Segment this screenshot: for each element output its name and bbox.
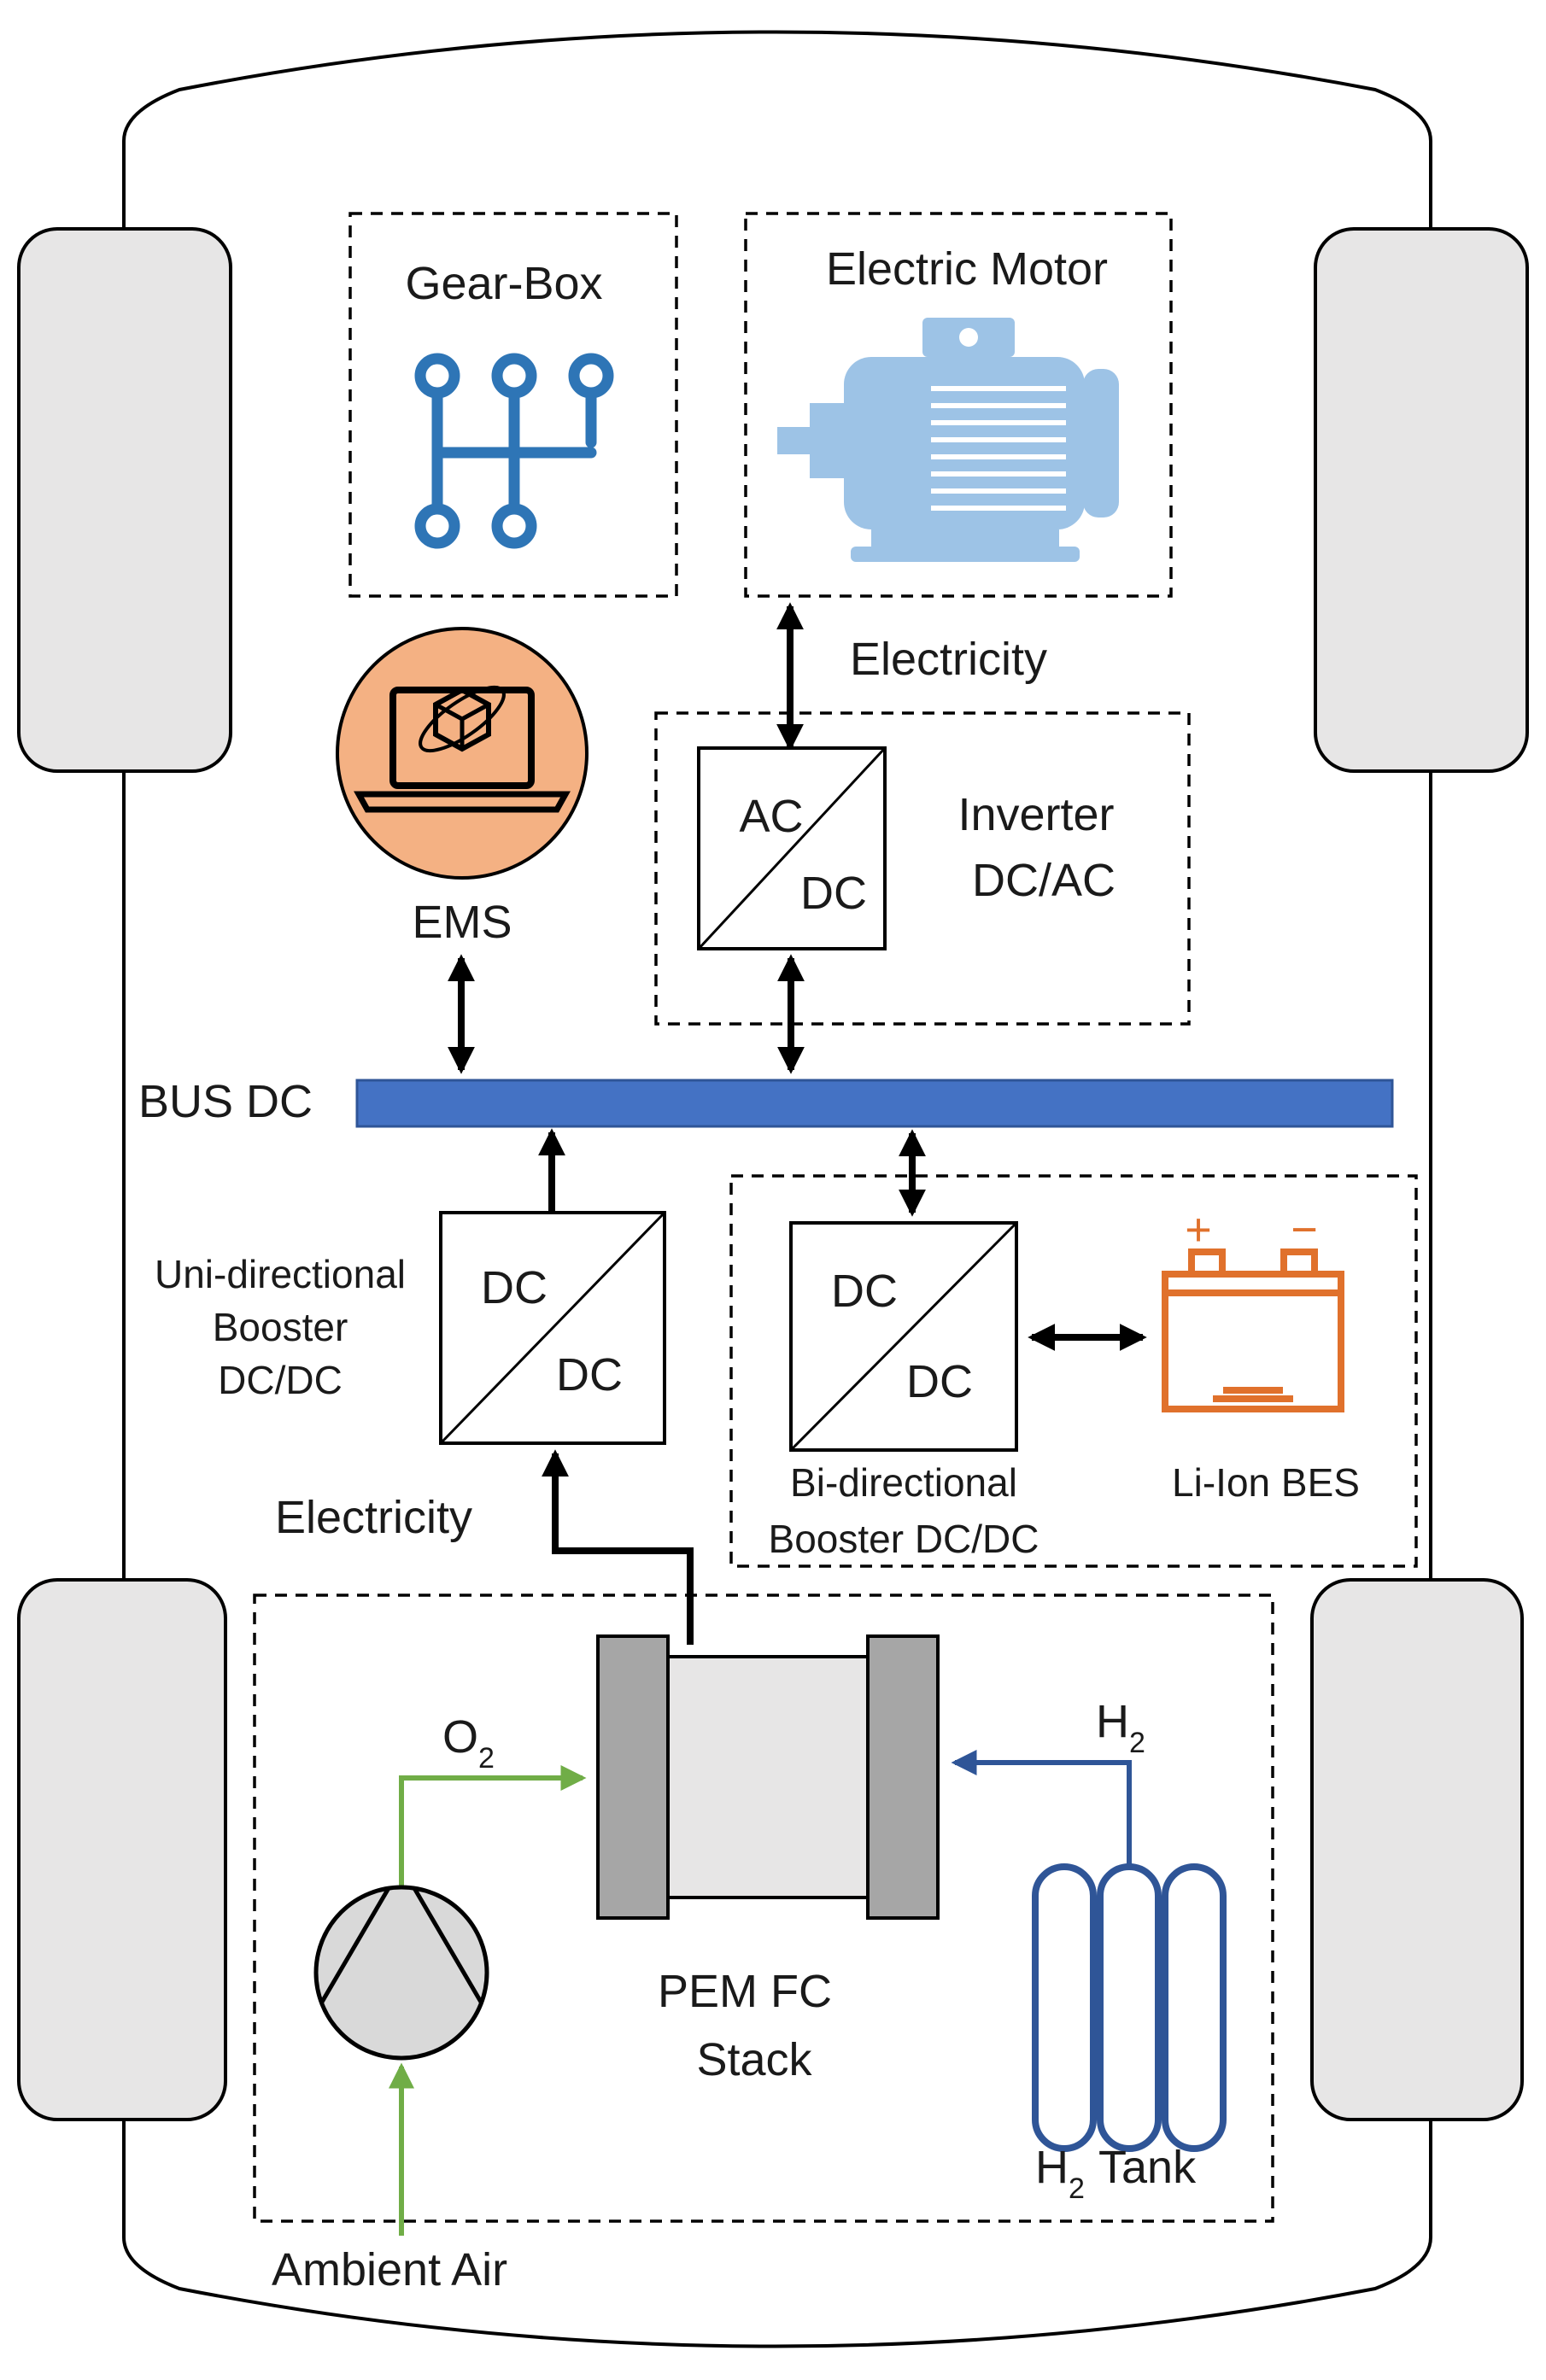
compressor-icon xyxy=(313,1885,489,2061)
o2-label: O xyxy=(442,1711,478,1763)
bus-dc-label: BUS DC xyxy=(138,1076,313,1127)
ems-laptop-icon xyxy=(336,627,589,880)
h2-label: H xyxy=(1096,1696,1129,1747)
wheel-rear-right xyxy=(1310,1578,1524,2121)
battery-label: Li-Ion BES xyxy=(1172,1460,1360,1505)
ems-label: EMS xyxy=(412,897,512,948)
electric-motor-icon xyxy=(777,318,1119,562)
inverter-label-line2: DC/AC xyxy=(972,855,1116,906)
inverter-ac-label: AC xyxy=(739,791,803,842)
motor-label: Electric Motor xyxy=(826,243,1108,295)
wheel-front-right xyxy=(1314,227,1529,773)
bi-directional-converter xyxy=(789,1221,1018,1452)
inverter-dc-label: DC xyxy=(800,868,867,919)
stack-label-line2: Stack xyxy=(696,2034,812,2085)
uni-converter-bottom-label: DC xyxy=(556,1349,623,1401)
uni-label-line3: DC/DC xyxy=(218,1358,343,1402)
ambient-air-label: Ambient Air xyxy=(272,2244,507,2295)
h2-tank-subscript: 2 xyxy=(1069,2172,1085,2205)
bi-converter-bottom-label: DC xyxy=(906,1356,973,1407)
gearbox-label: Gear-Box xyxy=(405,258,602,309)
electricity-label-bottom: Electricity xyxy=(275,1492,472,1543)
h2-tank-label: H xyxy=(1035,2142,1069,2193)
battery-minus-sign: − xyxy=(1291,1204,1318,1255)
inverter-label-line1: Inverter xyxy=(957,789,1114,840)
stack-label-line1: PEM FC xyxy=(658,1966,832,2017)
fuel-cell-subsystem-box xyxy=(253,1593,1274,2223)
fuel-cell-power-line xyxy=(542,1449,694,1645)
motor-box xyxy=(744,212,1173,598)
h2-subscript: 2 xyxy=(1129,1727,1145,1759)
inverter-converter xyxy=(697,746,887,950)
hydrogen-supply-line xyxy=(951,1750,1132,1867)
hydrogen-tank-icon xyxy=(1032,1863,1227,2152)
o2-subscript: 2 xyxy=(478,1742,495,1775)
bi-label-line2: Booster DC/DC xyxy=(769,1517,1039,1561)
wheel-front-left xyxy=(17,227,232,773)
battery-plus-sign: + xyxy=(1185,1204,1212,1255)
uni-converter-top-label: DC xyxy=(481,1262,548,1313)
oxygen-supply-line xyxy=(399,1765,587,1887)
gearbox-icon xyxy=(414,353,614,549)
gearbox-box xyxy=(348,212,678,598)
pem-fuel-cell-stack xyxy=(596,1634,940,1920)
uni-directional-converter xyxy=(439,1211,666,1445)
wheels xyxy=(17,227,1529,2121)
h2-tank-label-rest: Tank xyxy=(1086,2142,1197,2193)
vehicle-body-outline xyxy=(122,30,1432,2348)
bi-converter-top-label: DC xyxy=(831,1266,898,1317)
dc-bus-bar xyxy=(355,1079,1394,1128)
uni-label-line1: Uni-directional xyxy=(155,1252,406,1296)
electricity-label-top: Electricity xyxy=(850,634,1047,685)
bi-label-line1: Bi-directional xyxy=(790,1460,1017,1505)
inverter-box xyxy=(654,711,1191,1026)
battery-subsystem-box xyxy=(729,1174,1418,1568)
uni-label-line2: Booster xyxy=(213,1305,348,1349)
battery-icon xyxy=(1162,1248,1344,1412)
wheel-rear-left xyxy=(17,1578,227,2121)
